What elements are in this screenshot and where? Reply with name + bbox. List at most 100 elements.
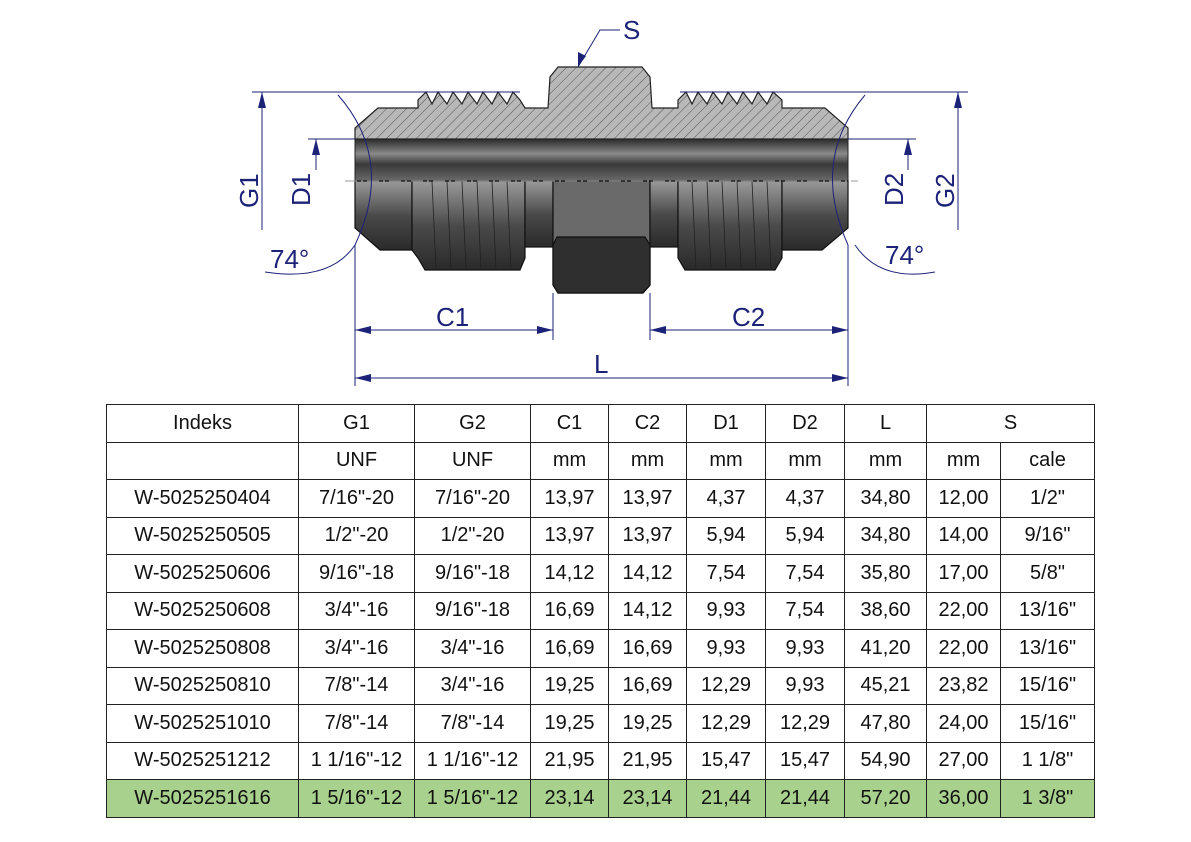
value-cell: 1 1/8" (1000, 741, 1095, 780)
index-cell: W-5025250606 (106, 554, 299, 593)
index-cell: W-5025250608 (106, 591, 299, 630)
value-cell: 38,60 (844, 591, 927, 630)
value-cell: 1 1/16"-12 (298, 741, 415, 780)
value-cell: 4,37 (765, 479, 845, 518)
value-cell: 1/2" (1000, 479, 1095, 518)
unit-cell: mm (844, 441, 927, 480)
label-s: S (623, 15, 640, 45)
value-cell: 21,95 (608, 741, 687, 780)
value-cell: 19,25 (608, 704, 687, 743)
value-cell: 12,29 (686, 704, 766, 743)
unit-cell: UNF (298, 441, 415, 480)
value-cell: 22,00 (926, 591, 1001, 630)
value-cell: 19,25 (530, 704, 609, 743)
label-l: L (594, 349, 608, 379)
value-cell: 13,97 (530, 479, 609, 518)
value-cell: 13/16" (1000, 591, 1095, 630)
value-cell: 1 1/16"-12 (414, 741, 531, 780)
value-cell: 9,93 (765, 666, 845, 705)
header-cell: C1 (530, 404, 609, 443)
unit-cell (106, 441, 299, 480)
value-cell: 13/16" (1000, 629, 1095, 668)
value-cell: 47,80 (844, 704, 927, 743)
value-cell: 9,93 (765, 629, 845, 668)
value-cell: 21,44 (686, 779, 766, 818)
value-cell: 9/16"-18 (414, 591, 531, 630)
value-cell: 1/2"-20 (298, 516, 415, 555)
bore-view (354, 138, 849, 182)
value-cell: 19,25 (530, 666, 609, 705)
value-cell: 1 5/16"-12 (298, 779, 415, 818)
unit-cell: UNF (414, 441, 531, 480)
index-cell: W-5025251010 (106, 704, 299, 743)
value-cell: 27,00 (926, 741, 1001, 780)
value-cell: 16,69 (608, 666, 687, 705)
value-cell: 13,97 (530, 516, 609, 555)
value-cell: 14,12 (608, 554, 687, 593)
value-cell: 13,97 (608, 479, 687, 518)
header-cell: L (844, 404, 927, 443)
dimension-lines (252, 29, 968, 386)
label-g1: G1 (234, 173, 264, 208)
label-g2: G2 (930, 173, 960, 208)
index-cell: W-5025250505 (106, 516, 299, 555)
value-cell: 57,20 (844, 779, 927, 818)
value-cell: 3/4"-16 (414, 666, 531, 705)
value-cell: 12,29 (765, 704, 845, 743)
value-cell: 3/4"-16 (298, 591, 415, 630)
value-cell: 54,90 (844, 741, 927, 780)
value-cell: 1 5/16"-12 (414, 779, 531, 818)
unit-cell: mm (530, 441, 609, 480)
label-d1: D1 (286, 173, 316, 206)
value-cell: 7/16"-20 (414, 479, 531, 518)
value-cell: 16,69 (530, 591, 609, 630)
unit-cell: mm (926, 441, 1001, 480)
index-cell: W-5025251616 (106, 779, 299, 818)
fitting-technical-drawing: S G1 D1 D2 G2 74° 74° C1 C2 L (234, 15, 968, 386)
index-cell: W-5025251212 (106, 741, 299, 780)
value-cell: 1/2"-20 (414, 516, 531, 555)
index-cell: W-5025250810 (106, 666, 299, 705)
label-angle-left: 74° (270, 244, 309, 274)
value-cell: 21,44 (765, 779, 845, 818)
section-view (354, 66, 849, 140)
value-cell: 41,20 (844, 629, 927, 668)
unit-cell: cale (1000, 441, 1095, 480)
value-cell: 5/8" (1000, 554, 1095, 593)
value-cell: 23,82 (926, 666, 1001, 705)
value-cell: 7,54 (765, 591, 845, 630)
header-cell: G1 (298, 404, 415, 443)
label-d2: D2 (879, 173, 909, 206)
header-cell: C2 (608, 404, 687, 443)
value-cell: 13,97 (608, 516, 687, 555)
value-cell: 9,93 (686, 591, 766, 630)
value-cell: 7,54 (765, 554, 845, 593)
value-cell: 7/8"-14 (298, 666, 415, 705)
unit-cell: mm (686, 441, 766, 480)
label-c2: C2 (732, 302, 765, 332)
external-view (354, 180, 849, 294)
value-cell: 5,94 (765, 516, 845, 555)
value-cell: 23,14 (608, 779, 687, 818)
value-cell: 17,00 (926, 554, 1001, 593)
value-cell: 14,12 (530, 554, 609, 593)
value-cell: 7/8"-14 (414, 704, 531, 743)
value-cell: 34,80 (844, 479, 927, 518)
value-cell: 15,47 (686, 741, 766, 780)
value-cell: 9/16" (1000, 516, 1095, 555)
value-cell: 15/16" (1000, 666, 1095, 705)
value-cell: 7/8"-14 (298, 704, 415, 743)
value-cell: 4,37 (686, 479, 766, 518)
value-cell: 24,00 (926, 704, 1001, 743)
